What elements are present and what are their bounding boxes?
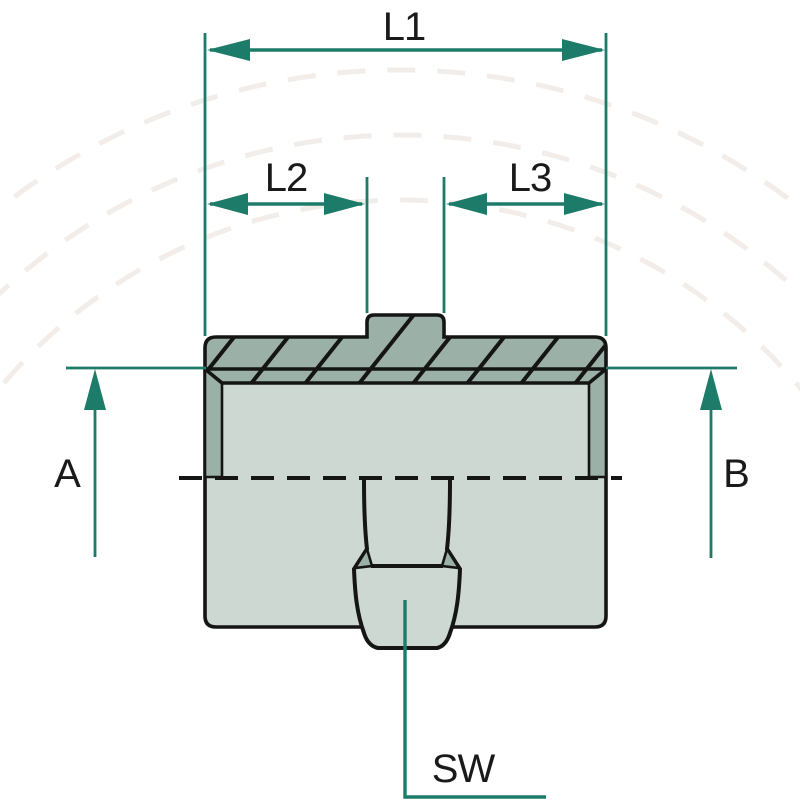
arrowhead-l2-left [207, 193, 248, 215]
dimension-a [66, 366, 206, 557]
dimension-l1 [207, 39, 605, 61]
label-b: B [723, 452, 749, 496]
thread-band [203, 313, 608, 385]
label-a: A [54, 452, 81, 496]
hex-corner-left [352, 545, 374, 570]
label-l3: L3 [509, 156, 552, 200]
arrowhead-l1-right [562, 39, 605, 61]
dimension-l3 [446, 193, 605, 215]
watermark [0, 67, 800, 392]
arrowhead-b [700, 369, 722, 410]
arrowhead-a [84, 369, 106, 410]
label-l2: L2 [265, 156, 308, 200]
label-l1: L1 [383, 5, 426, 49]
dimension-l2 [207, 193, 365, 215]
arrowhead-l1-left [207, 39, 250, 61]
hex-corner-right [440, 545, 462, 570]
fitting-body [179, 313, 622, 650]
leader-sw [403, 600, 546, 799]
arrowhead-l3-right [564, 193, 605, 215]
socket-wall-right [587, 366, 608, 479]
dimensions [66, 33, 737, 799]
arrowhead-l3-left [446, 193, 487, 215]
dimension-labels: L1 L2 L3 A B SW [54, 5, 750, 791]
socket-wall-left [203, 366, 224, 479]
arrowhead-l2-right [324, 193, 365, 215]
dimension-b [606, 366, 737, 558]
label-sw: SW [432, 747, 496, 791]
